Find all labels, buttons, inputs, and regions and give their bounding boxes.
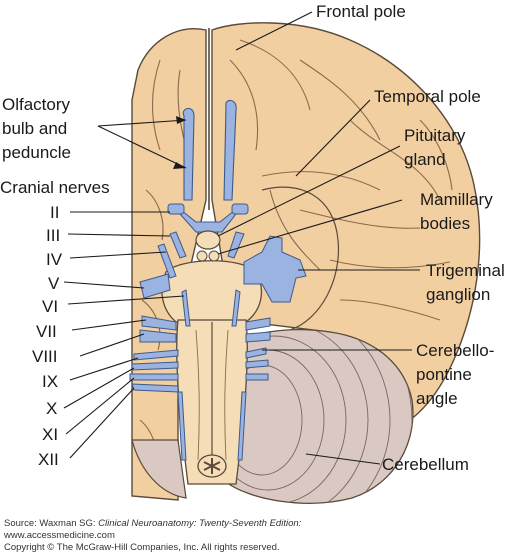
label-trigeminal-1: Trigeminal <box>426 261 505 280</box>
mamillary-body-left <box>196 250 208 262</box>
pituitary-gland <box>195 230 221 250</box>
label-cerebello-1: Cerebello- <box>416 341 494 360</box>
temporal-lobe <box>261 186 340 331</box>
label-mamillary-2: bodies <box>420 214 470 233</box>
label-nerve-ix: IX <box>42 372 58 391</box>
label-pituitary-1: Pituitary <box>404 126 466 145</box>
footer-source-prefix: Source: Waxman SG: <box>4 518 99 529</box>
cranial-nerve-roots <box>129 231 307 461</box>
label-nerve-v: V <box>48 274 60 293</box>
label-temporal-pole: Temporal pole <box>374 87 481 106</box>
label-nerve-ii: II <box>50 203 59 222</box>
trigeminal-ganglion <box>243 235 307 303</box>
label-cerebello-3: angle <box>416 389 458 408</box>
footer-copyright: Copyright © The McGraw-Hill Companies, I… <box>4 542 280 553</box>
label-pituitary-2: gland <box>404 150 446 169</box>
label-nerve-viii: VIII <box>32 347 58 366</box>
label-nerve-xii: XII <box>38 450 59 469</box>
cerebellum-shape <box>225 329 414 504</box>
label-olfactory-3: peduncle <box>2 143 71 162</box>
label-nerve-vi: VI <box>42 297 58 316</box>
label-cranial-nerves: Cranial nerves <box>0 178 110 197</box>
olfactory-arrowheads <box>173 116 186 169</box>
right-hemisphere <box>211 22 481 421</box>
left-cerebellum <box>131 439 187 499</box>
leader-lines <box>63 11 420 465</box>
label-olfactory-2: bulb and <box>2 119 67 138</box>
label-nerve-vii: VII <box>36 322 57 341</box>
label-trigeminal-2: ganglion <box>426 285 490 304</box>
label-cerebello-2: pontine <box>416 365 472 384</box>
footer-source-title: Clinical Neuroanatomy: Twenty-Seventh Ed… <box>98 518 302 529</box>
label-nerve-x: X <box>46 399 57 418</box>
footer-source: Source: Waxman SG: Clinical Neuroanatomy… <box>4 518 301 529</box>
gyri-lines <box>139 39 453 471</box>
label-olfactory-1: Olfactory <box>2 95 71 114</box>
label-nerve-iv: IV <box>46 250 63 269</box>
label-cerebellum: Cerebellum <box>382 455 469 474</box>
olfactory-tracts <box>182 99 237 201</box>
label-nerve-iii: III <box>46 226 60 245</box>
label-frontal-pole: Frontal pole <box>316 2 406 21</box>
label-mamillary-1: Mamillary <box>420 190 493 209</box>
footer-website: www.accessmedicine.com <box>4 530 115 541</box>
label-nerve-xi: XI <box>42 425 58 444</box>
mamillary-body-right <box>208 250 220 262</box>
